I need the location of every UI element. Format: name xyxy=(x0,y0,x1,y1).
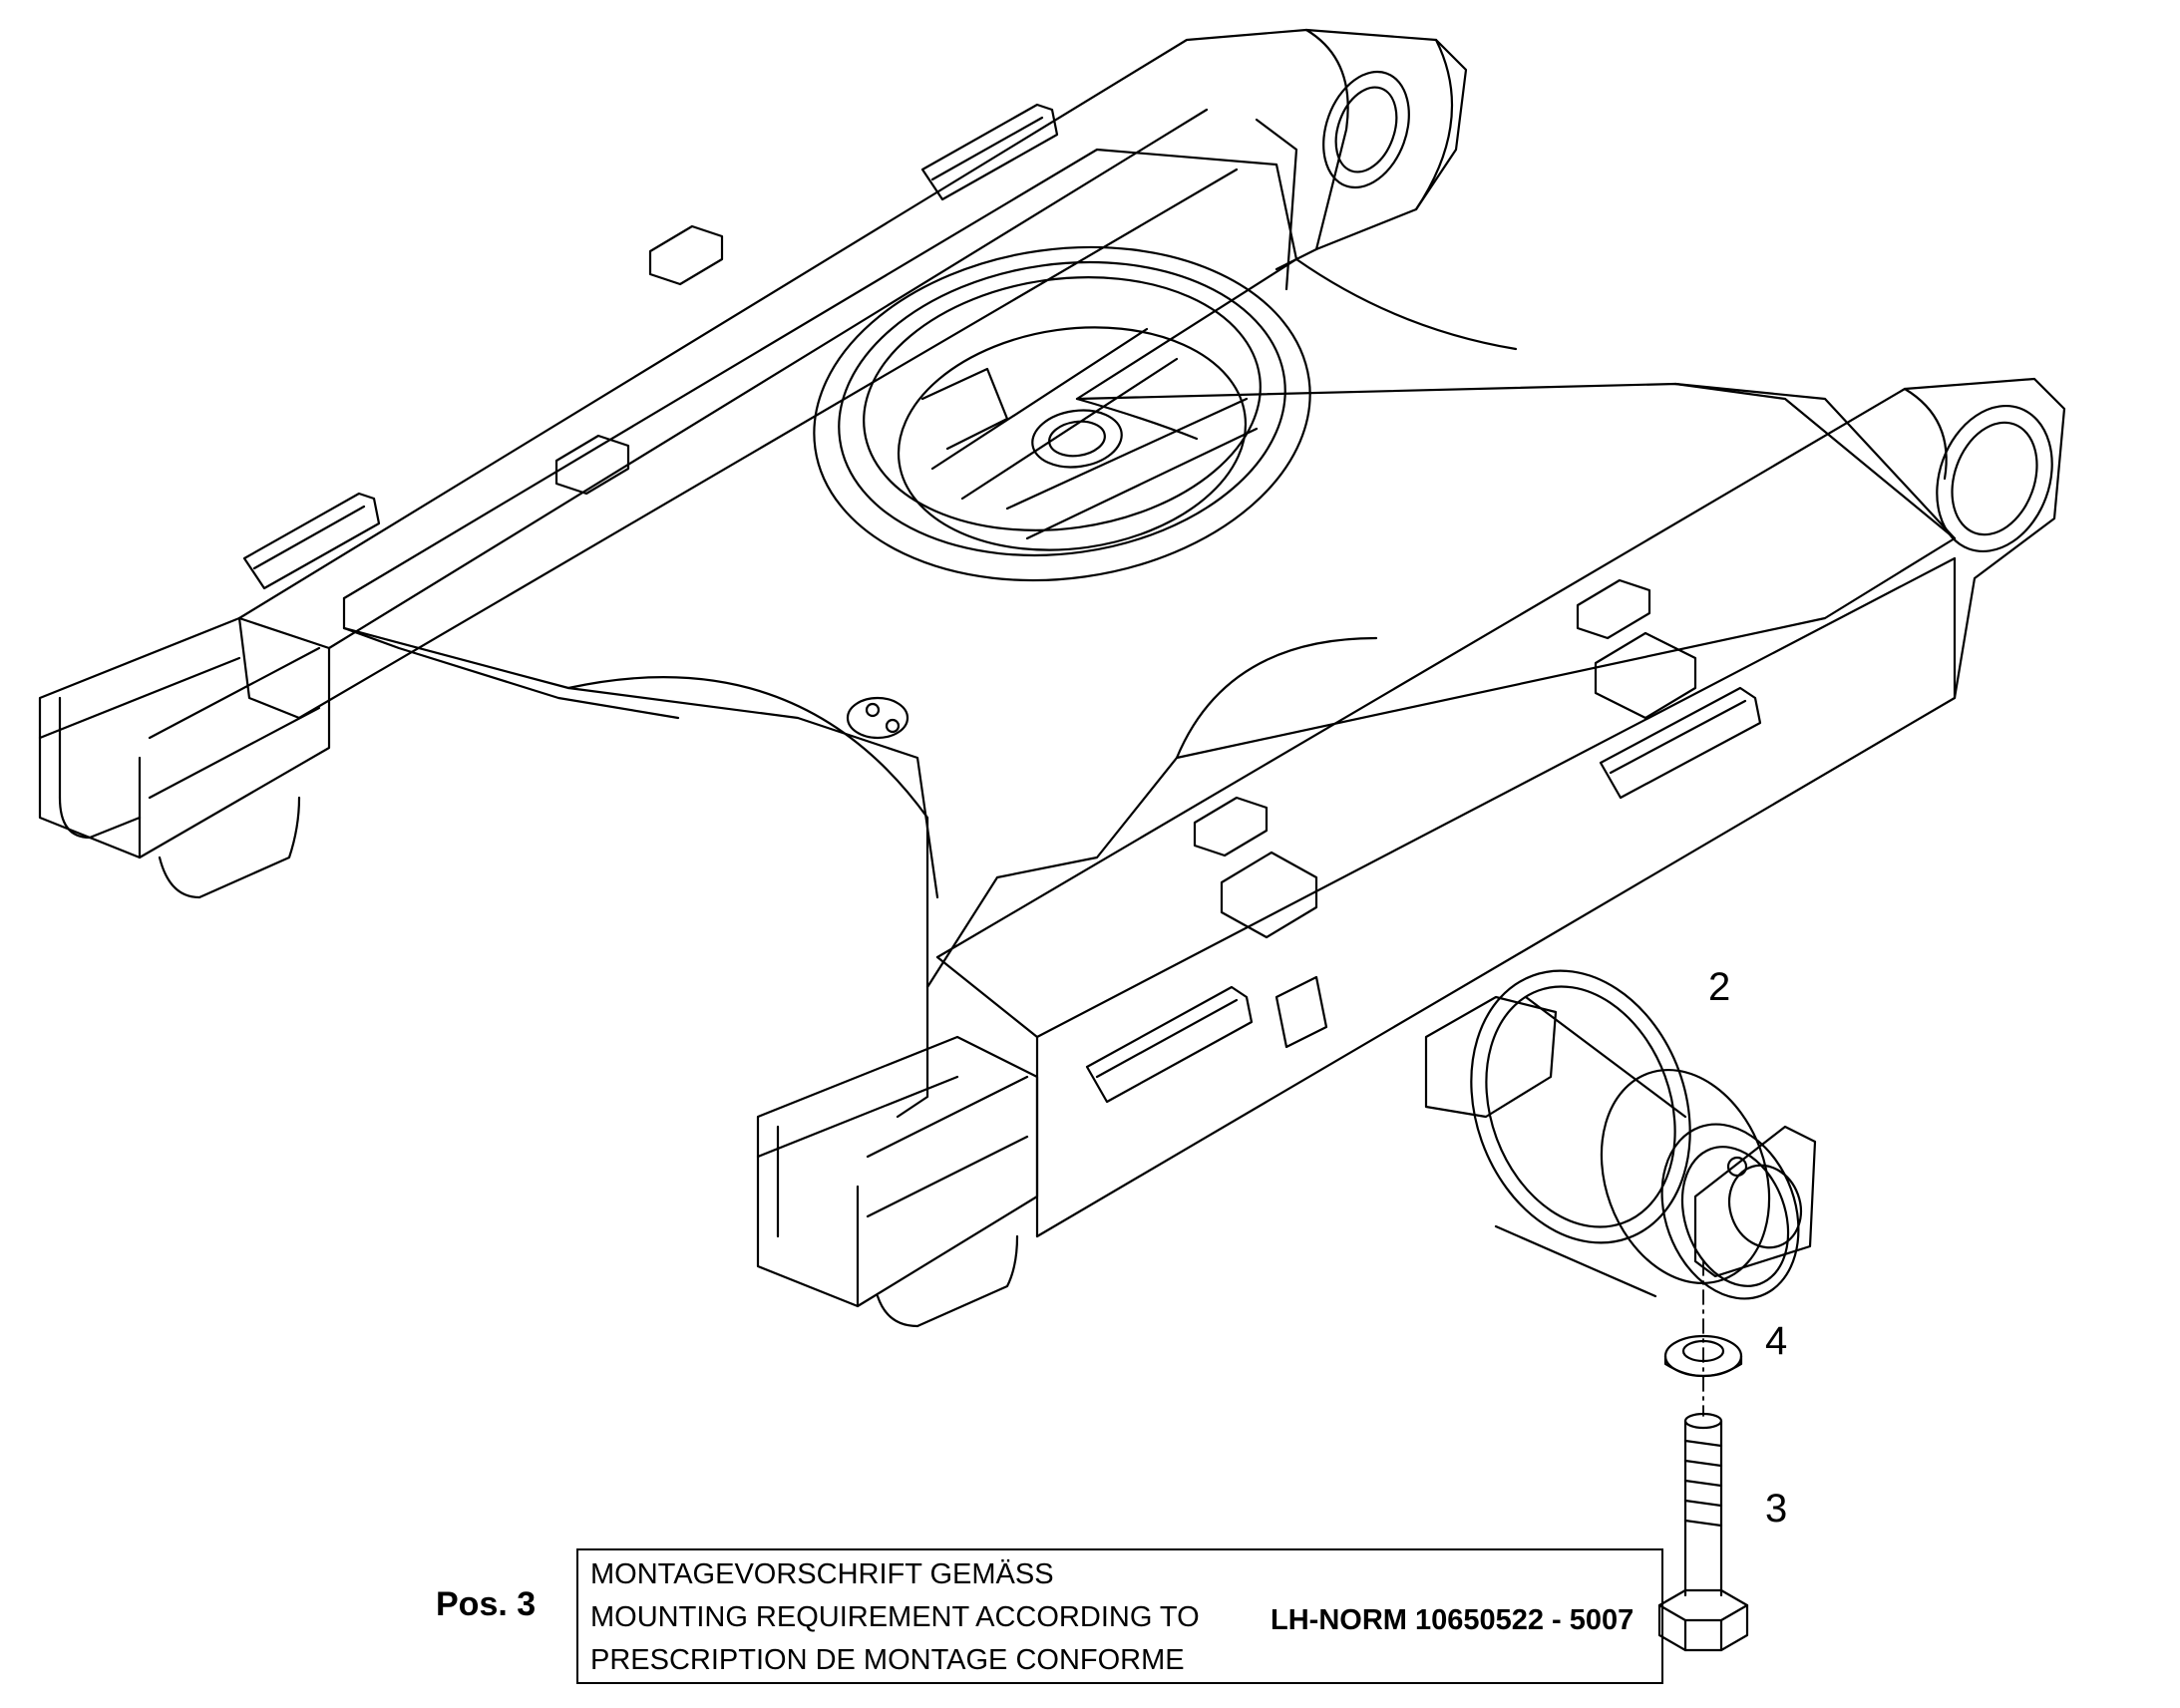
position-label: Pos. 3 xyxy=(436,1585,537,1623)
right-track-frame xyxy=(935,377,2066,1238)
callout-washer: 4 xyxy=(1765,1319,1788,1363)
norm-reference: LH-NORM 10650522 - 5007 xyxy=(1271,1604,1635,1636)
requirement-line-en: MOUNTING REQUIREMENT ACCORDING TO xyxy=(590,1601,1200,1633)
requirement-line-fr: PRESCRIPTION DE MONTAGE CONFORME xyxy=(590,1644,1185,1676)
track-roller xyxy=(1424,969,1817,1300)
slewing-ring xyxy=(813,245,1311,582)
left-track-frame xyxy=(237,28,1468,720)
callout-bolt: 3 xyxy=(1765,1487,1788,1531)
callout-roller: 2 xyxy=(1708,965,1731,1009)
track-guides-and-covers xyxy=(242,103,1762,1104)
right-frame-front-end xyxy=(756,1035,1039,1328)
hex-bolt xyxy=(1657,1412,1749,1652)
left-frame-front-end xyxy=(38,616,331,899)
mounting-requirement-box: MONTAGEVORSCHRIFT GEMÄSS MOUNTING REQUIR… xyxy=(576,1548,1663,1684)
requirement-line-de: MONTAGEVORSCHRIFT GEMÄSS xyxy=(590,1558,1054,1590)
